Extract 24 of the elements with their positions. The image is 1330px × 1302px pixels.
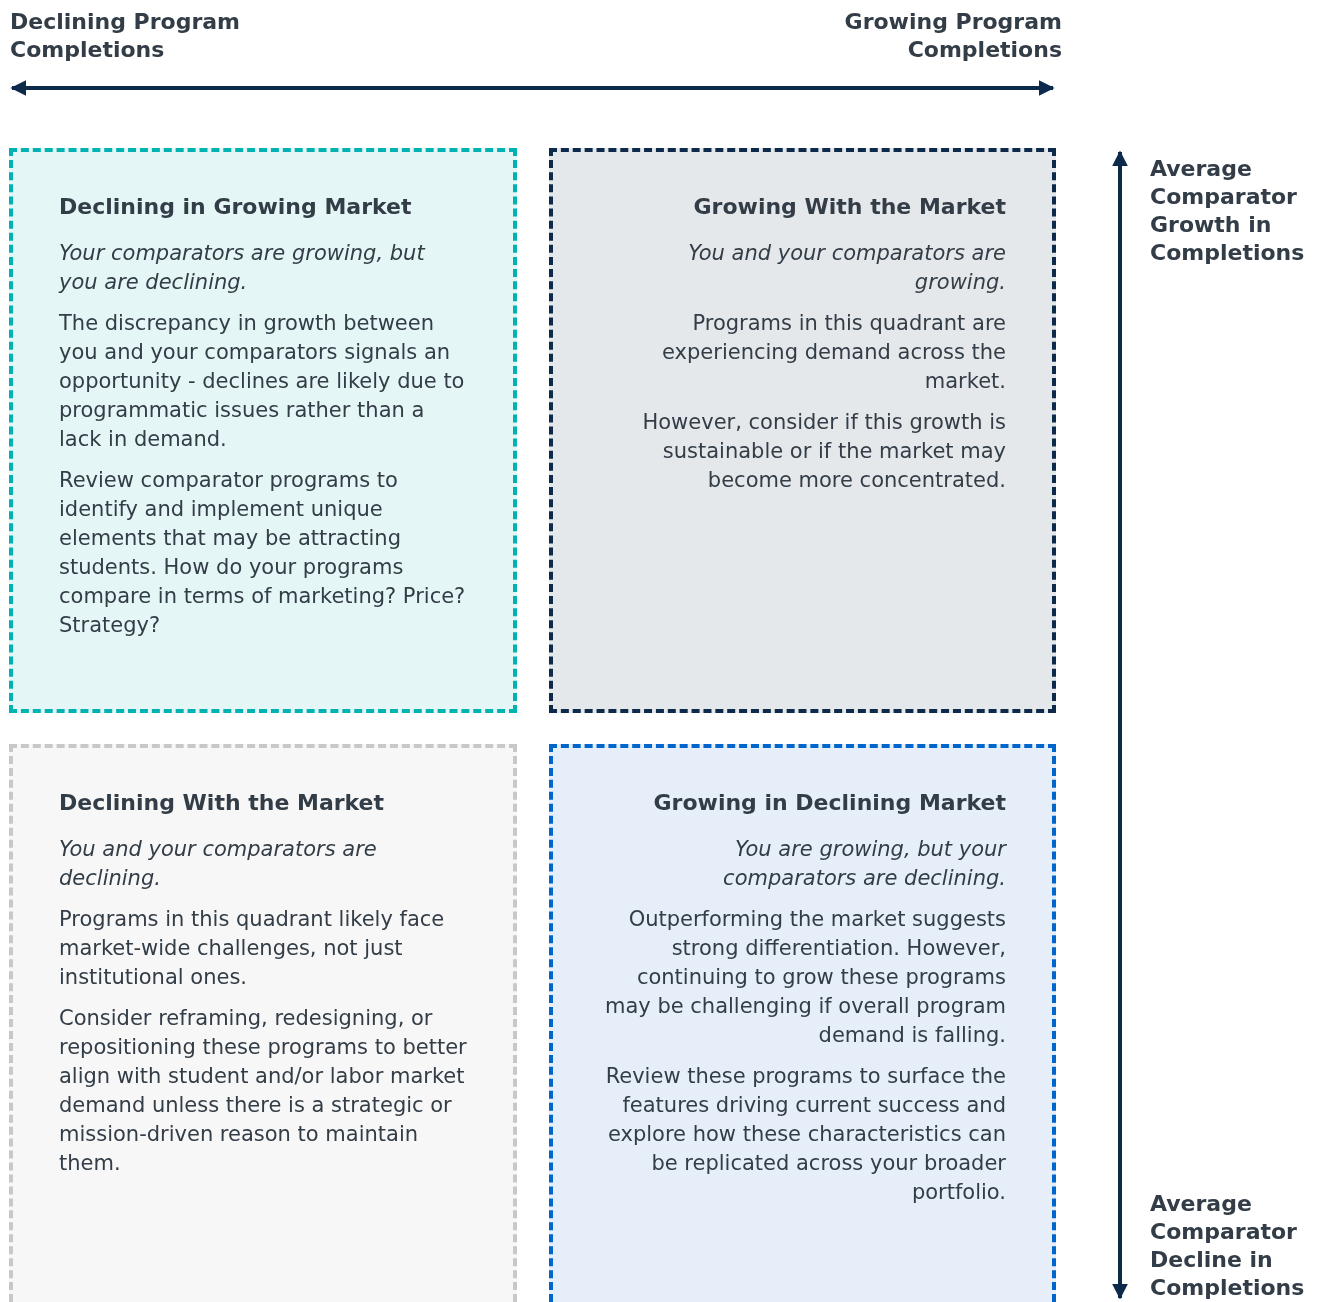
quadrant-heading: Growing in Declining Market <box>652 789 1006 817</box>
quadrant-heading: Growing With the Market <box>692 193 1006 221</box>
quadrant-subtitle: You and your comparators are growing. <box>687 240 1006 296</box>
quadrant-description: Programs in this quadrant likely face market-wide challenges, not just institutional ones. <box>59 906 446 991</box>
axis-label: Growing Program Completions <box>843 8 1062 64</box>
quadrant-heading: Declining With the Market <box>59 789 386 817</box>
axis-label: Average Comparator Decline in Completions <box>1150 1190 1306 1302</box>
quadrant-box <box>9 744 517 1302</box>
quadrant-description: Programs in this quadrant are experiencing demand across the market. <box>661 310 1006 395</box>
quadrant-box <box>9 148 517 713</box>
axis-label: Average Comparator Growth in Completions <box>1150 155 1306 267</box>
axis-label: Declining Program Completions <box>10 8 242 64</box>
quadrant-description: Outperforming the market suggests strong differentiation. However, continuing to grow these programs may be challenging if overall program demand is falling. <box>603 906 1006 1049</box>
quadrant-description: Review comparator programs to identify and implement unique elements that may be attracting students. How do your programs compare in terms of marketing? Price? Strategy? <box>59 467 467 639</box>
quadrant-box <box>549 744 1056 1302</box>
quadrant-subtitle: You and your comparators are declining. <box>59 836 378 892</box>
quadrant-box <box>549 148 1056 713</box>
quadrant-description: Review these programs to surface the features driving current success and explore how these characteristics can be replicated across your broader portfolio. <box>604 1063 1006 1206</box>
quadrant-description: Consider reframing, redesigning, or repositioning these programs to better align with student and/or labor market demand unless there is a strategic or mission-driven reason to maintain them. <box>59 1005 467 1177</box>
quadrant-description: The discrepancy in growth between you and your comparators signals an opportunity - declines are likely due to programmatic issues rather than a lack in demand. <box>59 310 466 453</box>
quadrant-subtitle: You are growing, but your comparators are declining. <box>722 836 1006 892</box>
quadrant-heading: Declining in Growing Market <box>59 193 413 221</box>
quadrant-description: However, consider if this growth is sustainable or if the market may become more concentrated. <box>641 409 1006 494</box>
quadrant-subtitle: Your comparators are growing, but you are declining. <box>59 240 427 296</box>
